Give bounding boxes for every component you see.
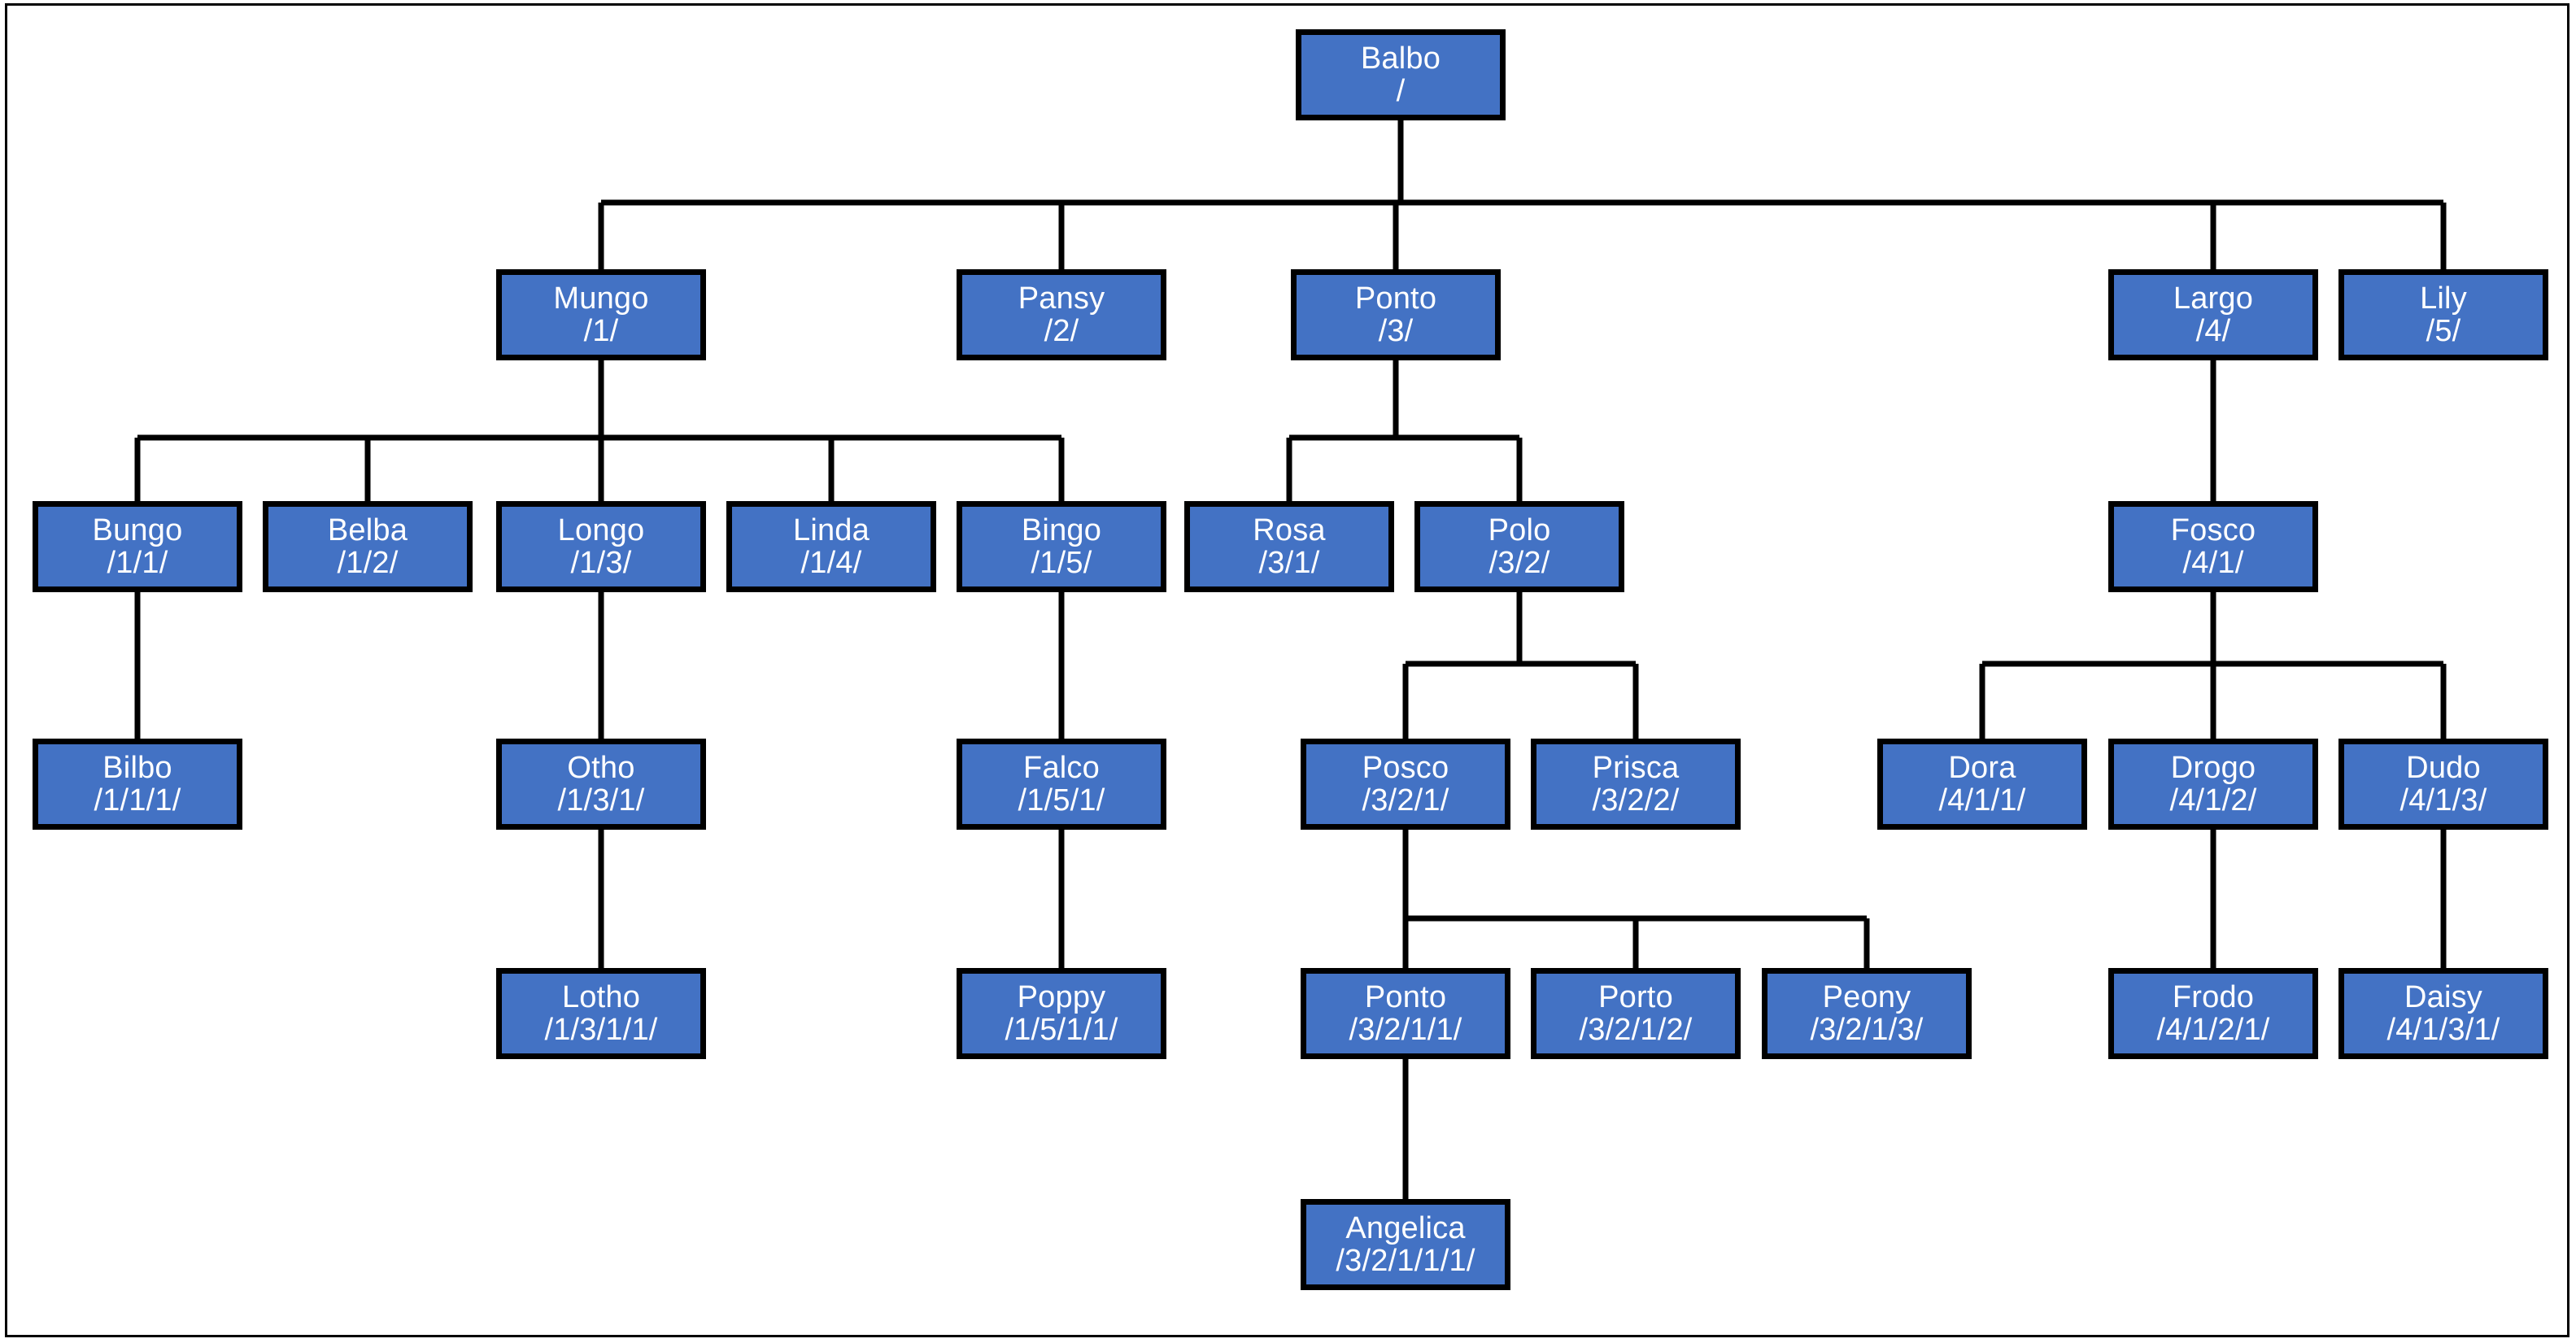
node-name-label: Largo: [2173, 282, 2253, 315]
node-name-label: Fosco: [2171, 514, 2256, 547]
node-path-label: /1/2/: [338, 547, 399, 579]
tree-node-pansy[interactable]: Pansy/2/: [957, 269, 1166, 360]
node-path-label: /3/2/1/: [1362, 784, 1449, 817]
tree-node-poppy[interactable]: Poppy/1/5/1/1/: [957, 968, 1166, 1059]
tree-node-falco[interactable]: Falco/1/5/1/: [957, 739, 1166, 830]
node-path-label: /1/: [584, 315, 619, 347]
tree-node-dudo[interactable]: Dudo/4/1/3/: [2338, 739, 2548, 830]
node-name-label: Linda: [793, 514, 870, 547]
node-path-label: /: [1397, 75, 1406, 107]
node-path-label: /4/1/: [2183, 547, 2244, 579]
node-path-label: /1/5/1/1/: [1005, 1014, 1118, 1046]
node-name-label: Bungo: [93, 514, 183, 547]
tree-node-daisy[interactable]: Daisy/4/1/3/1/: [2338, 968, 2548, 1059]
tree-node-ponto4[interactable]: Ponto/3/2/1/1/: [1301, 968, 1510, 1059]
tree-node-prisca[interactable]: Prisca/3/2/2/: [1531, 739, 1741, 830]
node-name-label: Poppy: [1018, 981, 1106, 1014]
tree-node-fosco[interactable]: Fosco/4/1/: [2108, 501, 2318, 592]
tree-node-largo[interactable]: Largo/4/: [2108, 269, 2318, 360]
node-name-label: Falco: [1023, 752, 1100, 784]
node-path-label: /1/4/: [801, 547, 862, 579]
node-path-label: /3/2/: [1489, 547, 1550, 579]
node-path-label: /3/2/1/2/: [1579, 1014, 1692, 1046]
tree-node-belba[interactable]: Belba/1/2/: [263, 501, 473, 592]
tree-node-bingo[interactable]: Bingo/1/5/: [957, 501, 1166, 592]
node-path-label: /3/: [1379, 315, 1414, 347]
node-name-label: Mungo: [553, 282, 648, 315]
tree-node-porto[interactable]: Porto/3/2/1/2/: [1531, 968, 1741, 1059]
node-path-label: /1/5/: [1031, 547, 1092, 579]
node-path-label: /4/1/2/: [2169, 784, 2256, 817]
node-name-label: Frodo: [2173, 981, 2254, 1014]
tree-node-polo[interactable]: Polo/3/2/: [1414, 501, 1624, 592]
node-path-label: /4/: [2196, 315, 2231, 347]
tree-node-dora[interactable]: Dora/4/1/1/: [1877, 739, 2087, 830]
node-name-label: Lily: [2420, 282, 2467, 315]
node-path-label: /4/1/2/1/: [2156, 1014, 2269, 1046]
node-path-label: /3/2/1/1/1/: [1336, 1245, 1475, 1277]
node-path-label: /3/1/: [1259, 547, 1320, 579]
node-name-label: Longo: [558, 514, 645, 547]
tree-node-ponto3[interactable]: Ponto/3/: [1291, 269, 1501, 360]
node-name-label: Lotho: [562, 981, 640, 1014]
node-name-label: Peony: [1823, 981, 1911, 1014]
tree-node-bungo[interactable]: Bungo/1/1/: [33, 501, 242, 592]
node-path-label: /4/1/1/: [1938, 784, 2025, 817]
node-name-label: Balbo: [1361, 42, 1441, 75]
node-name-label: Prisca: [1593, 752, 1680, 784]
node-name-label: Pansy: [1018, 282, 1105, 315]
node-name-label: Daisy: [2404, 981, 2482, 1014]
tree-node-drogo[interactable]: Drogo/4/1/2/: [2108, 739, 2318, 830]
node-path-label: /1/1/: [107, 547, 168, 579]
node-path-label: /1/3/: [571, 547, 632, 579]
node-path-label: /1/5/1/: [1018, 784, 1105, 817]
node-path-label: /3/2/1/1/: [1349, 1014, 1462, 1046]
node-name-label: Rosa: [1253, 514, 1326, 547]
node-path-label: /5/: [2426, 315, 2461, 347]
tree-node-mungo[interactable]: Mungo/1/: [496, 269, 706, 360]
tree-node-peony[interactable]: Peony/3/2/1/3/: [1762, 968, 1972, 1059]
node-path-label: /3/2/2/: [1592, 784, 1679, 817]
node-name-label: Polo: [1489, 514, 1551, 547]
node-path-label: /1/1/1/: [94, 784, 181, 817]
node-path-label: /2/: [1044, 315, 1079, 347]
tree-node-bilbo[interactable]: Bilbo/1/1/1/: [33, 739, 242, 830]
node-path-label: /1/3/1/: [557, 784, 644, 817]
tree-node-angelica[interactable]: Angelica/3/2/1/1/1/: [1301, 1199, 1510, 1290]
node-name-label: Drogo: [2171, 752, 2256, 784]
node-name-label: Dudo: [2406, 752, 2481, 784]
node-path-label: /3/2/1/3/: [1810, 1014, 1923, 1046]
node-name-label: Otho: [567, 752, 634, 784]
tree-node-posco[interactable]: Posco/3/2/1/: [1301, 739, 1510, 830]
node-path-label: /4/1/3/1/: [2386, 1014, 2500, 1046]
tree-node-balbo[interactable]: Balbo/: [1296, 29, 1506, 120]
node-name-label: Angelica: [1345, 1212, 1465, 1245]
node-path-label: /4/1/3/: [2399, 784, 2487, 817]
node-name-label: Bingo: [1022, 514, 1101, 547]
tree-node-lotho[interactable]: Lotho/1/3/1/1/: [496, 968, 706, 1059]
node-name-label: Posco: [1362, 752, 1449, 784]
node-name-label: Dora: [1948, 752, 2016, 784]
tree-node-frodo[interactable]: Frodo/4/1/2/1/: [2108, 968, 2318, 1059]
node-name-label: Belba: [328, 514, 408, 547]
node-name-label: Ponto: [1355, 282, 1436, 315]
tree-node-rosa[interactable]: Rosa/3/1/: [1184, 501, 1394, 592]
node-path-label: /1/3/1/1/: [544, 1014, 657, 1046]
node-name-label: Ponto: [1365, 981, 1446, 1014]
tree-node-linda[interactable]: Linda/1/4/: [726, 501, 936, 592]
node-name-label: Bilbo: [102, 752, 172, 784]
tree-node-lily[interactable]: Lily/5/: [2338, 269, 2548, 360]
tree-node-longo[interactable]: Longo/1/3/: [496, 501, 706, 592]
tree-node-otho[interactable]: Otho/1/3/1/: [496, 739, 706, 830]
node-name-label: Porto: [1598, 981, 1673, 1014]
